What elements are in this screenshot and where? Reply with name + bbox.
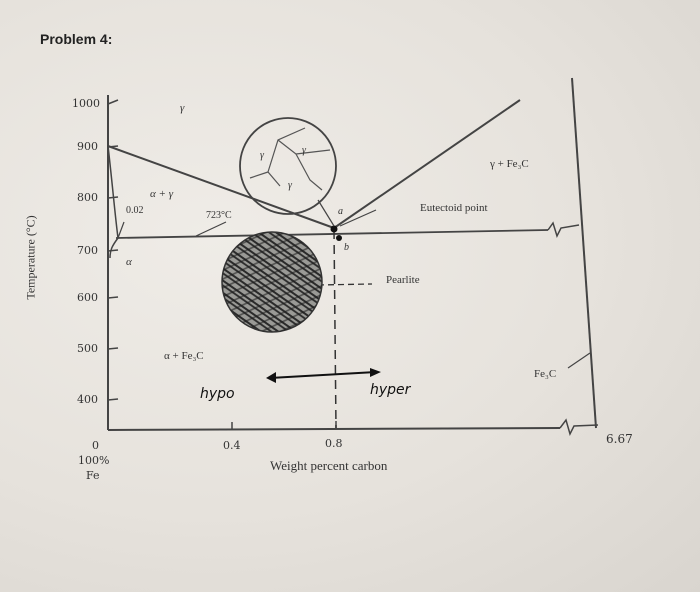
alpha-solvus-curve xyxy=(109,237,119,259)
acm-line xyxy=(333,99,521,229)
y-tick-label: 500 xyxy=(77,342,98,355)
label-0-02: 0.02 xyxy=(126,205,144,216)
grain-label: γ xyxy=(288,180,292,191)
y-tick xyxy=(107,398,119,401)
x-origin-percent: 100% xyxy=(78,454,110,467)
axis-break-bottom xyxy=(559,418,599,437)
x-axis xyxy=(107,427,561,431)
grain-boundaries xyxy=(249,127,331,191)
y-tick xyxy=(107,99,119,105)
alpha-gamma-boundary xyxy=(107,145,119,239)
fe3c-boundary-line xyxy=(571,77,597,429)
label-point-a: a xyxy=(338,206,343,217)
arrowhead-left xyxy=(266,372,276,383)
label-point-b: b xyxy=(344,242,349,253)
handwritten-hypo: hypo xyxy=(200,386,235,402)
region-fe3c: Fe₃C xyxy=(534,368,557,380)
y-tick-label: 1000 xyxy=(72,97,100,110)
y-tick-label: 400 xyxy=(77,393,98,406)
region-gamma: γ xyxy=(180,102,185,114)
eutectoid-composition-dash xyxy=(333,229,337,429)
handwritten-hyper: hyper xyxy=(370,382,411,398)
region-alpha-gamma: α + γ xyxy=(150,188,174,200)
a3-line xyxy=(107,145,335,229)
x-tick-label: 0.8 xyxy=(325,437,343,450)
eutectoid-point-a xyxy=(330,225,338,233)
region-gamma-fe3c: γ + Fe₃C xyxy=(490,158,529,170)
label-723c: 723°C xyxy=(206,210,232,221)
pearlite-level-dash xyxy=(317,283,373,286)
austenite-grain-circle xyxy=(239,117,337,215)
pointer-to-grain xyxy=(317,199,335,227)
y-tick-label: 600 xyxy=(77,291,98,304)
region-alpha-fe3c: α + Fe₃C xyxy=(164,350,204,362)
y-tick-label: 800 xyxy=(77,191,98,204)
problem-title: Problem 4: xyxy=(40,31,113,47)
eutectoid-point-b xyxy=(336,235,342,241)
pearlite-texture xyxy=(222,232,322,332)
y-tick xyxy=(107,249,119,252)
x-origin-fe: Fe xyxy=(86,469,100,482)
y-tick-label: 900 xyxy=(77,140,98,153)
x-axis-label: Weight percent carbon xyxy=(270,458,388,473)
grain-label: γ xyxy=(302,145,306,156)
y-tick xyxy=(107,296,119,299)
pointer-fe3c xyxy=(567,352,591,369)
x-tick-label: 6.67 xyxy=(606,432,633,446)
label-pearlite: Pearlite xyxy=(386,274,420,286)
label-eutectoid-point: Eutectoid point xyxy=(420,202,488,214)
x-tick-label: 0.4 xyxy=(223,439,241,452)
pointer-002 xyxy=(117,221,125,239)
eutectoid-isotherm xyxy=(115,229,549,239)
arrowhead-right xyxy=(370,368,381,377)
y-tick xyxy=(107,347,119,350)
region-alpha: α xyxy=(126,256,132,268)
pointer-723 xyxy=(195,221,227,237)
grain-label: γ xyxy=(260,150,264,161)
y-tick-label: 700 xyxy=(77,244,98,257)
x-tick-label: 0 xyxy=(92,439,99,452)
y-axis-label: Temperature (°C) xyxy=(23,215,38,300)
pointer-eutectoid xyxy=(339,209,377,227)
axis-break-right xyxy=(547,221,580,239)
handwritten-arrow xyxy=(269,371,377,379)
